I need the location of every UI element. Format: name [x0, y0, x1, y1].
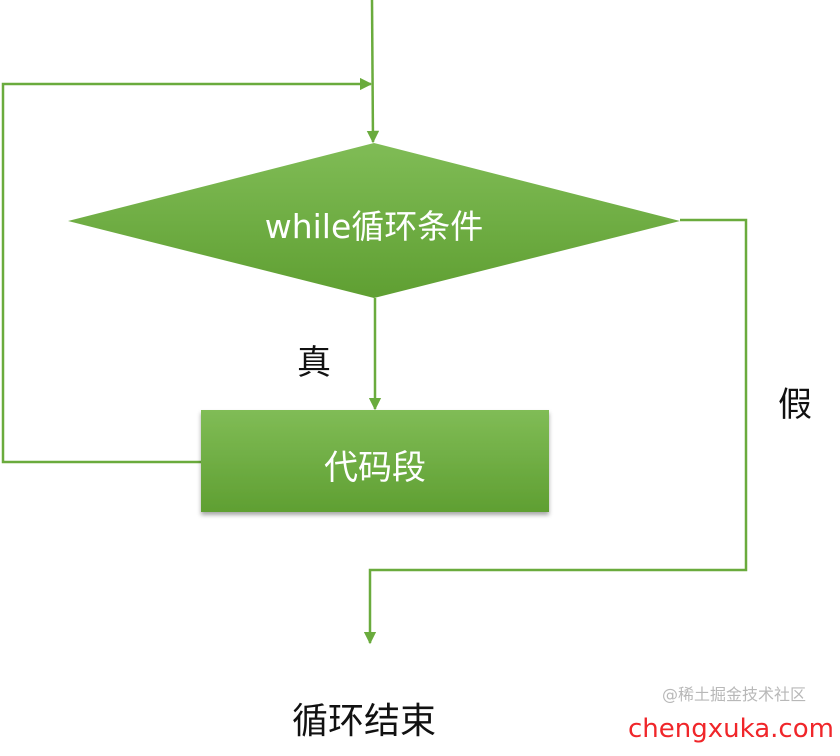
- loop-back-arrow: [1, 77, 373, 464]
- juejin-watermark: @稀土掘金技术社区: [662, 685, 807, 704]
- site-watermark: chengxuka.com: [628, 714, 834, 744]
- condition-label: while循环条件: [264, 207, 484, 246]
- true-label: 真: [297, 343, 331, 383]
- false-label: 假: [778, 385, 812, 425]
- loop-end-label: 循环结束: [292, 701, 437, 742]
- code-block-label: 代码段: [324, 448, 426, 488]
- entry-arrow: [366, 0, 380, 144]
- false-arrow: [363, 218, 748, 645]
- code-block-box: [201, 410, 549, 512]
- condition-diamond: [68, 143, 680, 298]
